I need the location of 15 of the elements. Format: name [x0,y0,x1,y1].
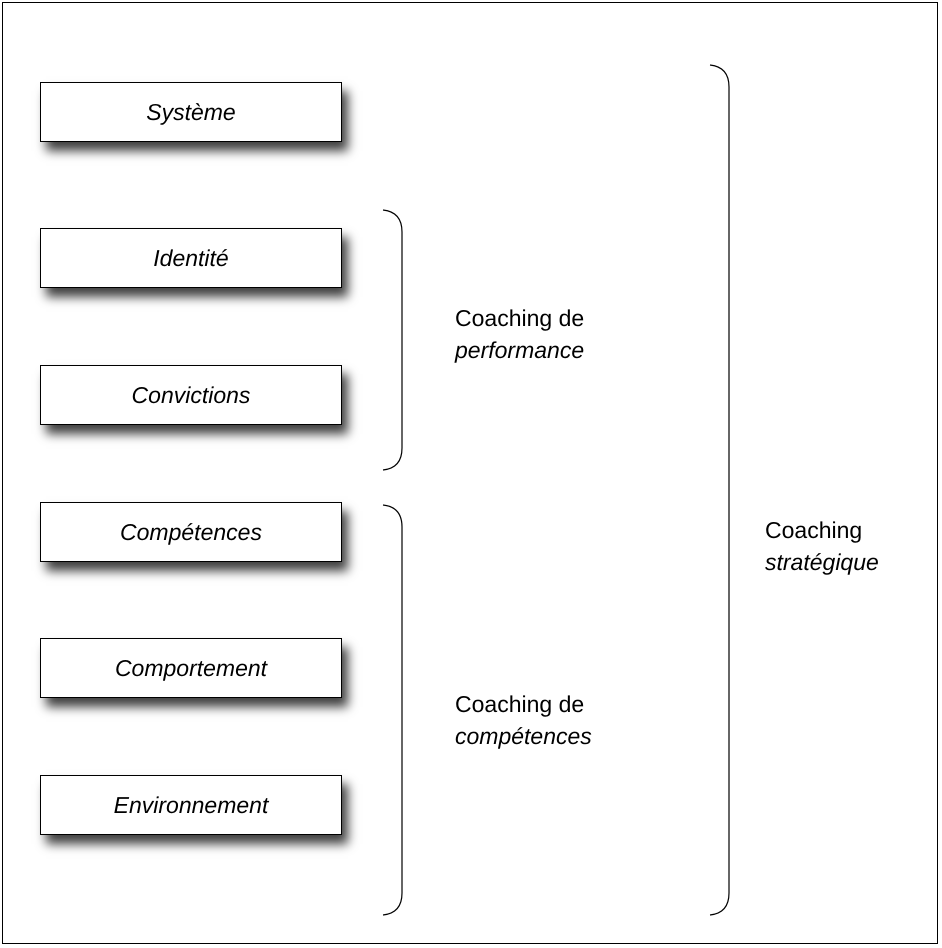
box-label: Système [146,98,236,126]
bracket-label: Coaching stratégique [765,516,880,577]
level-box [40,638,342,698]
bracket-label: Coaching de performance [455,304,586,365]
box-label: Comportement [114,654,268,682]
bracket-label: Coaching de compétences [455,690,593,751]
box-label: Identité [153,244,229,272]
level-box [40,775,342,835]
box-label: Convictions [132,382,250,408]
box-label: Environnement [114,792,268,818]
level-box [40,82,342,142]
level-box [40,365,342,425]
level-box [40,502,342,562]
box-label: Compétences [120,518,262,546]
level-box [40,228,342,288]
